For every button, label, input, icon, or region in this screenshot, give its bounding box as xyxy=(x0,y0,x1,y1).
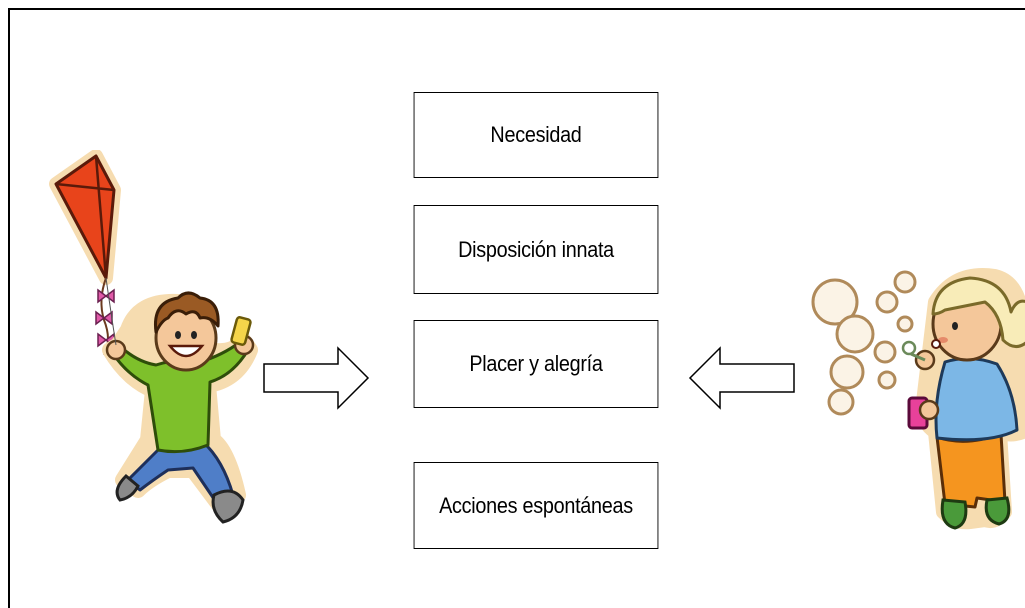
boy-hair xyxy=(153,291,220,334)
hollow-arrow-left-icon xyxy=(688,346,795,410)
boy-with-kite-illustration xyxy=(49,150,258,524)
box-acciones-espontaneas: Acciones espontáneas xyxy=(413,462,659,549)
boy-pants xyxy=(126,440,235,504)
box-label: Placer y alegría xyxy=(469,351,603,376)
girl-blowing-bubbles-illustration xyxy=(811,268,1025,530)
box-disposicion-innata: Disposición innata xyxy=(413,205,659,294)
box-label: Necesidad xyxy=(490,122,582,147)
box-placer-y-alegria: Placer y alegría xyxy=(413,320,659,408)
box-label: Disposición innata xyxy=(458,236,614,262)
hollow-arrow-right-icon xyxy=(263,346,370,410)
box-necesidad: Necesidad xyxy=(413,92,659,178)
girl-hair xyxy=(931,276,1025,348)
box-label: Acciones espontáneas xyxy=(439,492,633,518)
bubbles xyxy=(811,270,917,416)
girl-pants xyxy=(935,432,1007,509)
diagram-frame xyxy=(8,8,1025,608)
